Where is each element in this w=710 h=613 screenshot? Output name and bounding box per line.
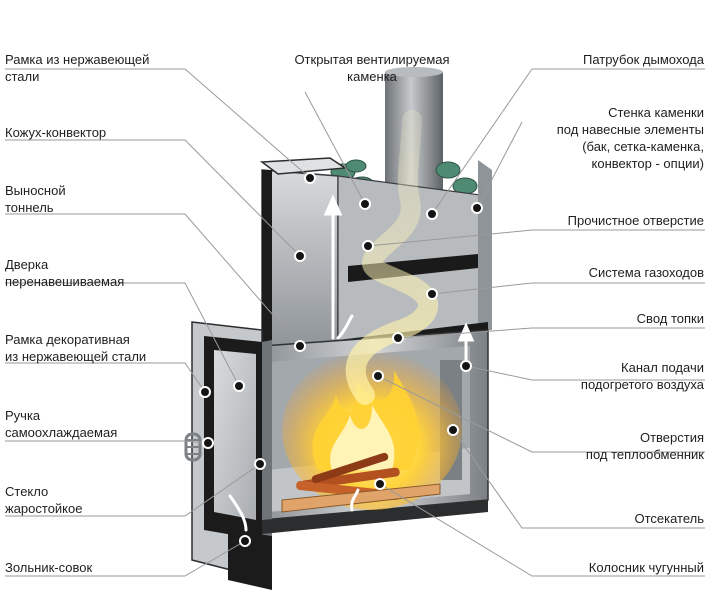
leader-door — [5, 282, 240, 387]
marker-cleanout-hole — [362, 240, 374, 252]
marker-open-stove — [359, 198, 371, 210]
leader-casing-convector — [5, 139, 301, 257]
leader-lines — [5, 68, 705, 577]
label-glass: Стекло жаростойкое — [5, 484, 83, 516]
label-firebox-vault: Свод топки — [636, 311, 704, 326]
stove-body — [184, 67, 492, 590]
marker-decor-frame — [199, 386, 211, 398]
label-frame-steel: Рамка из нержавеющей стали — [5, 52, 150, 84]
leader-air-channel — [465, 365, 705, 381]
grate — [281, 483, 441, 513]
leader-remote-tunnel — [5, 213, 301, 347]
flame-core — [330, 405, 395, 470]
leader-ash-pan — [5, 540, 246, 577]
label-open-stove: Открытая вентилируемая каменка — [294, 52, 450, 84]
marker-cutoff — [447, 424, 459, 436]
marker-stove-wall — [471, 202, 483, 214]
casing-top-rim — [259, 157, 348, 175]
leader-decor-frame — [5, 362, 206, 393]
marker-handle — [202, 437, 214, 449]
marker-door — [233, 380, 245, 392]
leader-cleanout-hole — [367, 229, 705, 247]
label-air-channel: Канал подачи подогретого воздуха — [580, 360, 704, 392]
label-flue-system: Система газоходов — [588, 265, 704, 280]
marker-chimney-pipe — [426, 208, 438, 220]
label-grate: Колосник чугунный — [588, 560, 704, 575]
label-heat-exchanger-holes: Отверстия под теплообменник — [585, 430, 704, 462]
label-door: Дверка перенавешиваемая — [5, 257, 125, 289]
marker-remote-tunnel — [294, 340, 306, 352]
leader-grate — [379, 483, 705, 577]
marker-casing-convector — [294, 250, 306, 262]
marker-ash-pan — [239, 535, 251, 547]
marker-heat-exchanger — [372, 370, 384, 382]
chimney-pipe-top — [385, 67, 443, 77]
label-casing-convector: Кожух-конвектор — [5, 125, 107, 140]
label-ash-pan: Зольник-совок — [5, 560, 93, 575]
door-edge — [262, 340, 272, 542]
label-cutoff: Отсекатель — [634, 511, 704, 526]
label-remote-tunnel: Выносной тоннель — [5, 183, 66, 215]
leader-handle — [5, 440, 209, 444]
leader-stove-wall — [476, 121, 523, 209]
leader-glass — [5, 463, 261, 517]
marker-dots — [199, 172, 483, 547]
leader-chimney-pipe — [431, 68, 705, 215]
casing-edge — [262, 170, 272, 348]
label-handle: Ручка самоохлаждаемая — [5, 408, 118, 440]
label-cleanout-hole: Прочистное отверстие — [567, 213, 704, 228]
leader-firebox-vault — [397, 327, 705, 339]
leader-cutoff — [452, 429, 705, 529]
stove-wall-right — [478, 160, 492, 330]
hot-gas-flow — [345, 110, 439, 405]
label-decor-frame: Рамка декоративная из нержавеющей стали — [5, 332, 147, 364]
base-plate — [262, 500, 488, 534]
label-chimney-pipe: Патрубок дымохода — [582, 52, 704, 67]
leader-flue-system — [431, 282, 705, 295]
leader-frame-steel — [5, 68, 311, 179]
marker-grate — [374, 478, 386, 490]
marker-firebox-vault — [392, 332, 404, 344]
glass — [214, 350, 256, 520]
marker-flue-system — [426, 288, 438, 300]
leader-heat-exchanger — [377, 375, 705, 453]
leader-open-stove — [304, 91, 366, 205]
label-stove-wall: Стенка каменки под навесные элементы (ба… — [556, 105, 704, 171]
marker-frame-steel — [304, 172, 316, 184]
marker-glass — [254, 458, 266, 470]
marker-air-channel — [460, 360, 472, 372]
